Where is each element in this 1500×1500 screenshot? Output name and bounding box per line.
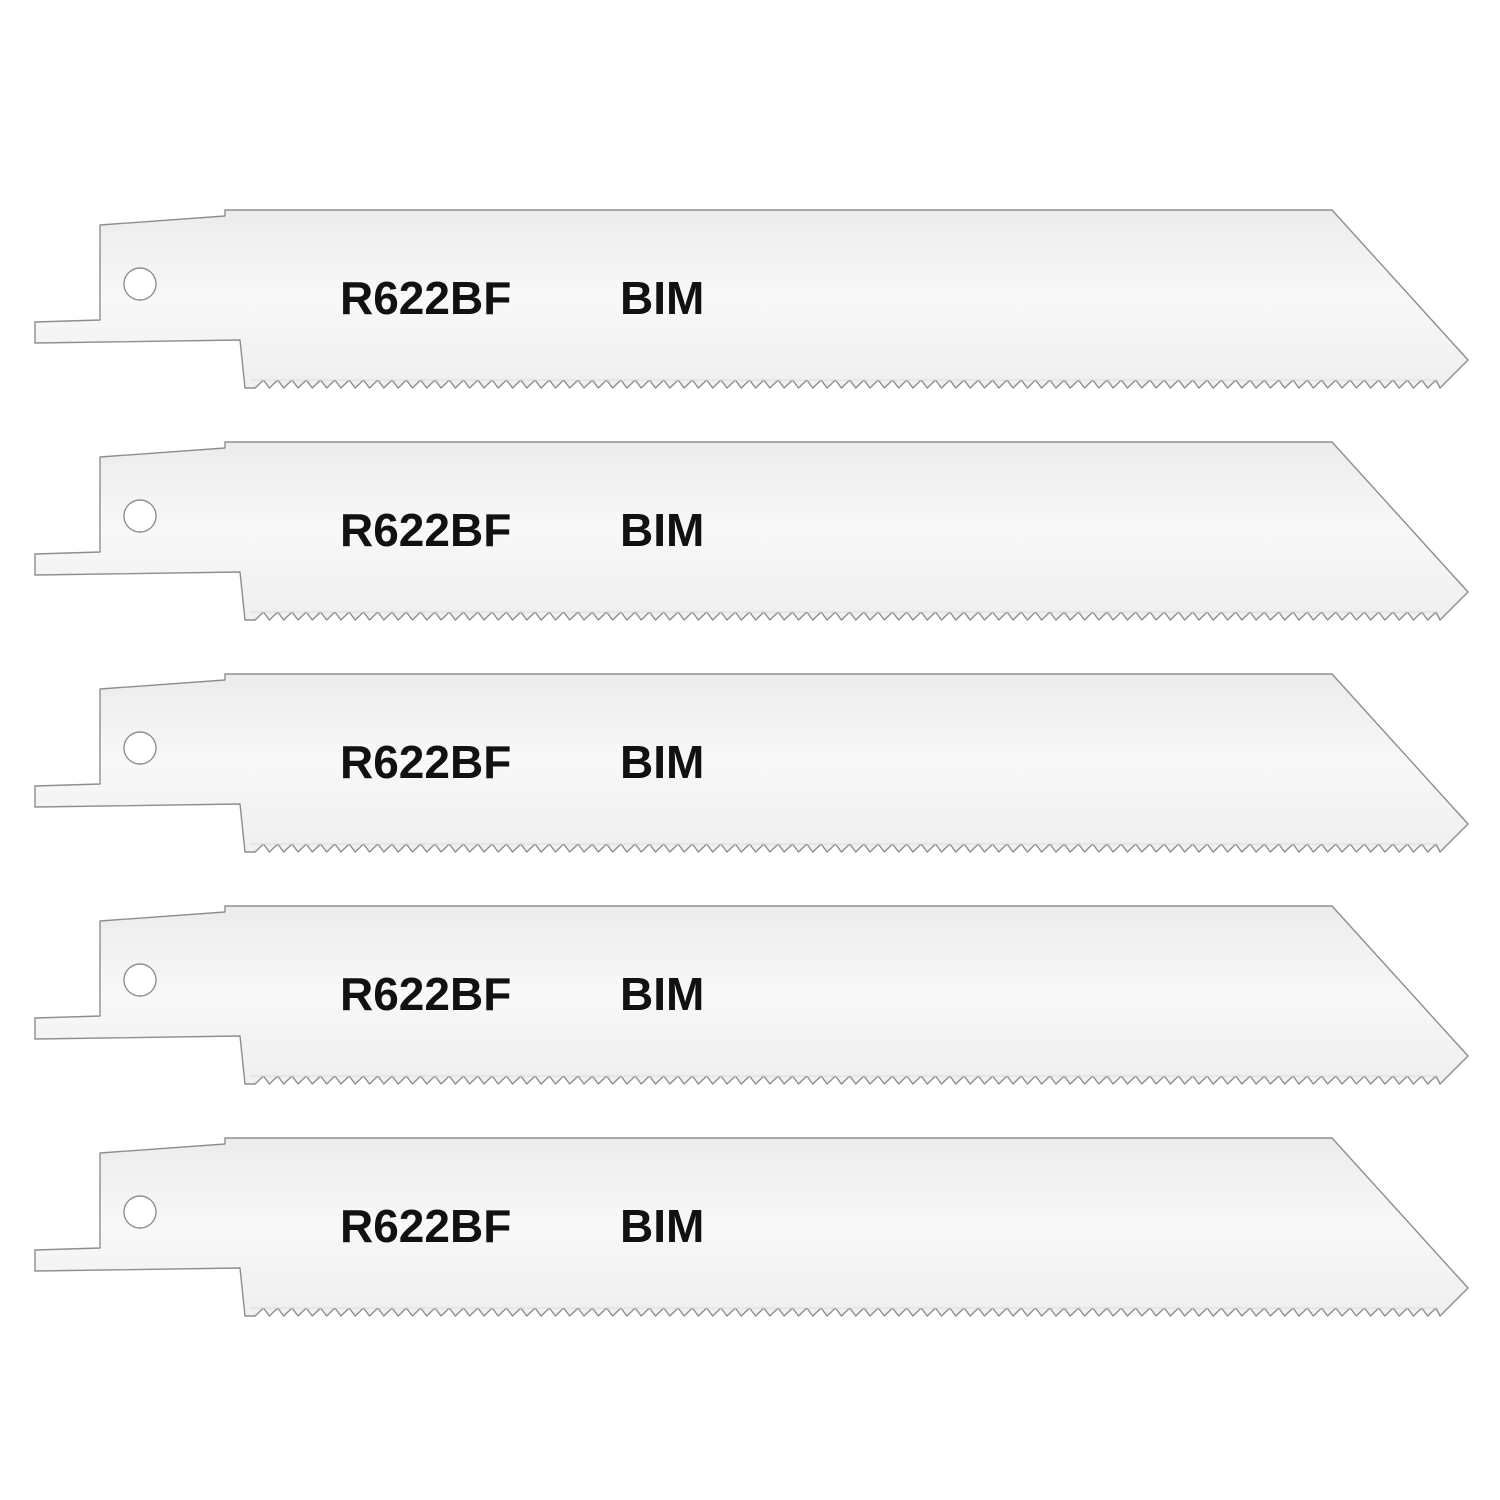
saw-blade: R622BF BIM [34, 905, 1469, 1085]
mounting-hole-icon [123, 499, 157, 533]
blade-model-label: R622BF [340, 272, 511, 324]
blade-body [34, 209, 1469, 389]
blade-material-label: BIM [620, 968, 704, 1020]
mounting-hole-icon [123, 963, 157, 997]
blade-model-label: R622BF [340, 736, 511, 788]
blade-body [34, 905, 1469, 1085]
blade-material-label: BIM [620, 504, 704, 556]
blade-body [34, 441, 1469, 621]
saw-blade: R622BF BIM [34, 673, 1469, 853]
blade-body [34, 673, 1469, 853]
mounting-hole-icon [123, 731, 157, 765]
saw-blade: R622BF BIM [34, 1137, 1469, 1317]
saw-blade: R622BF BIM [34, 209, 1469, 389]
blade-material-label: BIM [620, 736, 704, 788]
mounting-hole-icon [123, 267, 157, 301]
blade-model-label: R622BF [340, 1200, 511, 1252]
blade-model-label: R622BF [340, 968, 511, 1020]
blade-body [34, 1137, 1469, 1317]
blade-material-label: BIM [620, 1200, 704, 1252]
saw-blade: R622BF BIM [34, 441, 1469, 621]
mounting-hole-icon [123, 1195, 157, 1229]
blade-model-label: R622BF [340, 504, 511, 556]
blade-material-label: BIM [620, 272, 704, 324]
